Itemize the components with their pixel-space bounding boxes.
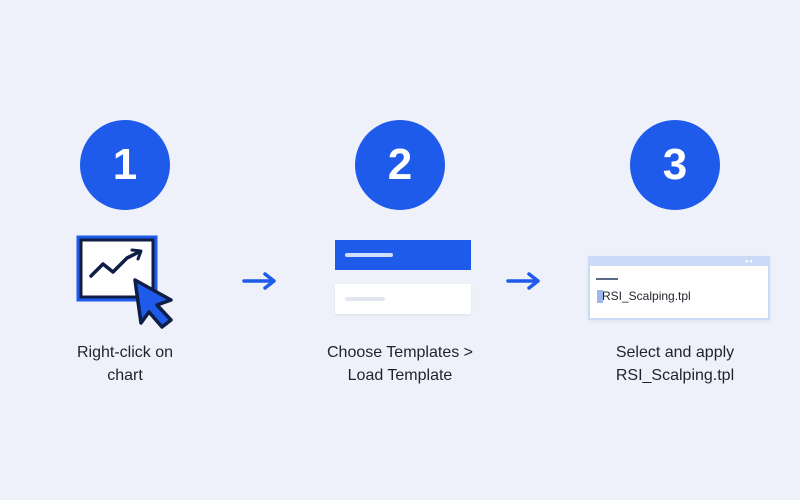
step-number-badge: 2: [355, 120, 445, 210]
menu-item: [335, 284, 471, 314]
step-caption: Select and apply RSI_Scalping.tpl: [545, 341, 800, 387]
menu-highlighted-item: [335, 240, 471, 270]
step-caption: Choose Templates > Load Template: [270, 341, 530, 387]
window-controls-icon: ●●: [744, 259, 754, 265]
arrow-right-icon: [242, 272, 276, 290]
step-3: 3 ●● RSI_Scalping.tpl Select and apply R…: [545, 0, 800, 500]
step-2: 2 Choose Templates > Load Template: [270, 0, 530, 500]
caption-line: RSI_Scalping.tpl: [615, 367, 735, 384]
caption-line: chart: [107, 367, 143, 384]
step-caption: Right-click on chart: [0, 341, 255, 387]
menu-item-placeholder-line: [345, 297, 385, 301]
menu-icon: [335, 240, 471, 316]
caption-line: Select and apply: [615, 344, 735, 361]
step-1: 1 Right-click on chart: [0, 0, 255, 500]
text-cursor-icon: [597, 290, 603, 303]
menu-item-placeholder-line: [345, 253, 393, 257]
chart-cursor-icon: [76, 235, 173, 329]
step-number-badge: 3: [630, 120, 720, 210]
arrow-right-icon: [506, 272, 540, 290]
step-number-badge: 1: [80, 120, 170, 210]
caption-line: Choose Templates >: [326, 344, 473, 361]
dialog-titlebar: ●●: [590, 258, 768, 266]
caption-line: Right-click on: [76, 344, 174, 361]
file-dialog-icon: ●● RSI_Scalping.tpl: [588, 256, 770, 320]
dialog-placeholder-line: [596, 278, 618, 280]
dialog-filename: RSI_Scalping.tpl: [602, 289, 691, 303]
caption-line: Load Template: [347, 367, 453, 384]
